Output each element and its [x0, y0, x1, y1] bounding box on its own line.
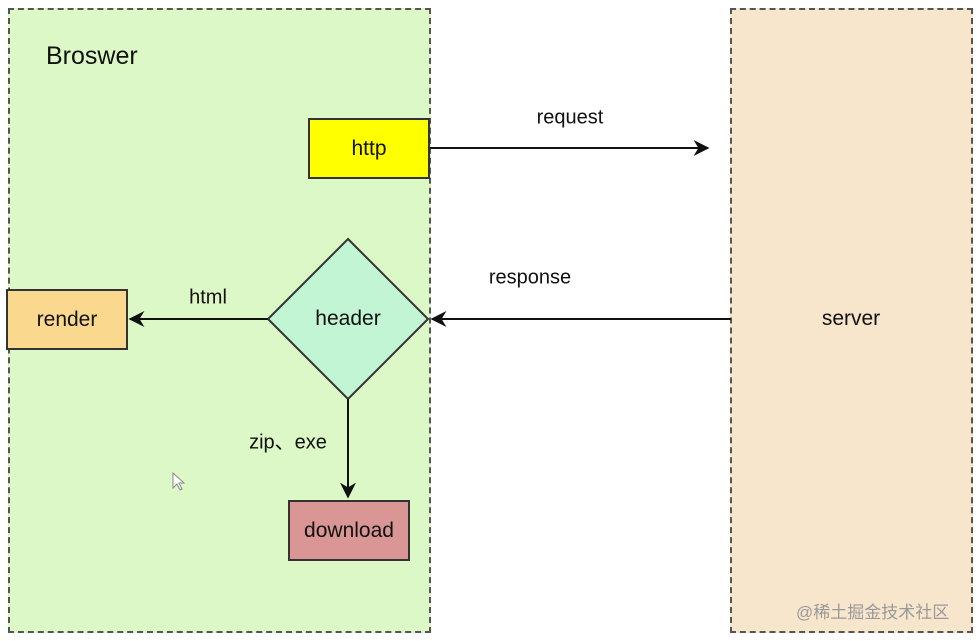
html-label: html	[189, 286, 227, 309]
browser-label: Broswer	[46, 42, 138, 70]
http-label: http	[351, 136, 387, 160]
render-label: render	[36, 307, 98, 331]
http-node: http	[308, 118, 430, 179]
render-node: render	[6, 289, 128, 350]
server-zone	[730, 8, 973, 633]
zip-exe-label: zip、exe	[249, 431, 327, 454]
download-node: download	[288, 500, 410, 561]
watermark: @稀土掘金技术社区	[796, 603, 950, 622]
header-label: header	[315, 307, 381, 330]
request-label: request	[536, 106, 604, 129]
download-label: download	[304, 518, 394, 542]
response-label: response	[488, 266, 572, 289]
cursor-icon	[172, 471, 186, 491]
server-label: server	[821, 307, 881, 330]
